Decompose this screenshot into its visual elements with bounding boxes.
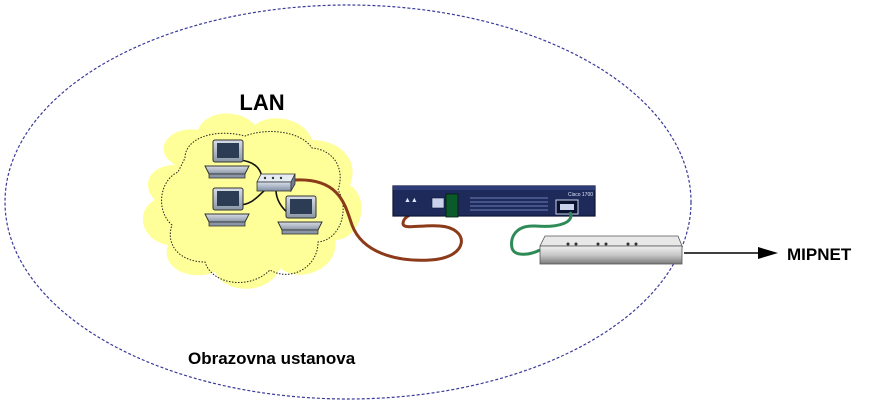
workstation-icon bbox=[204, 187, 250, 227]
arrow-right-icon bbox=[684, 247, 778, 259]
svg-text:▲▲: ▲▲ bbox=[404, 197, 418, 204]
router-icon: ▲▲ Cisco 1700 bbox=[392, 185, 596, 218]
lan-label: LAN bbox=[239, 90, 284, 115]
patch-cable bbox=[294, 178, 463, 262]
svg-text:Cisco 1700: Cisco 1700 bbox=[568, 192, 593, 198]
institution-boundary bbox=[4, 4, 692, 400]
external-network-label: MIPNET bbox=[787, 245, 852, 264]
uplink-cable bbox=[510, 211, 573, 256]
institution-label: Obrazovna ustanova bbox=[188, 349, 356, 368]
workstation-icon bbox=[204, 139, 250, 179]
switch-icon bbox=[256, 173, 296, 193]
workstation-icon bbox=[277, 195, 323, 235]
lan-boundary bbox=[161, 131, 344, 283]
modem-icon bbox=[539, 235, 683, 265]
